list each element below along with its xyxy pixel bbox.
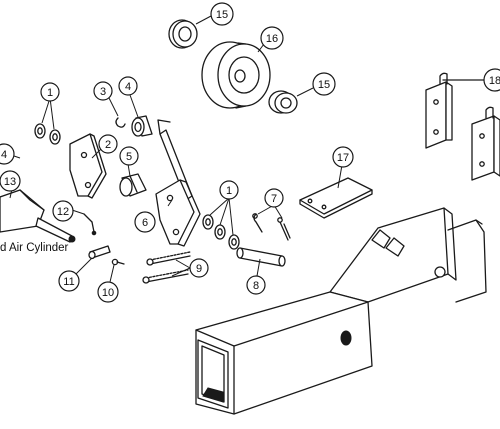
callout-7: 7 [264,188,284,208]
svg-text:2: 2 [105,139,111,151]
svg-text:17: 17 [337,152,349,164]
callout-11: 11 [58,270,80,292]
callout-16: 16 [260,26,284,50]
svg-text:12: 12 [57,206,69,218]
callout-2: 2 [98,134,118,154]
svg-text:18: 18 [489,75,500,87]
callout-4-arm: 4 [1,149,7,161]
svg-text:13: 13 [4,176,16,188]
svg-text:9: 9 [196,263,202,275]
svg-text:3: 3 [100,86,106,98]
part-plate-left [69,133,107,199]
svg-text:10: 10 [102,287,114,299]
callout-10: 10 [97,281,119,303]
svg-text:5: 5 [126,151,132,163]
svg-text:4: 4 [125,81,131,93]
svg-text:6: 6 [142,217,148,229]
part-arm-lever [155,119,201,247]
part-spacer-top [168,15,212,49]
callout-18: 18 [483,68,500,92]
svg-text:1: 1 [226,185,232,197]
callout-15-right: 15 [312,72,336,96]
part-air-cylinder-rod [0,188,76,243]
callout-13: 13 [0,170,21,192]
part-clevis-pin [71,209,97,236]
callout-15-top: 15 [210,2,234,26]
svg-text:16: 16 [266,33,278,45]
part-shaft [236,247,286,277]
callout-1-left: 1 [40,82,60,102]
svg-text:11: 11 [63,276,74,288]
callout-9: 9 [189,258,209,278]
part-main-frame [195,207,487,415]
svg-text:15: 15 [318,79,330,91]
callout-3: 3 [93,81,113,101]
part-washers-left [34,97,61,145]
svg-text:15: 15 [216,9,228,21]
svg-text:8: 8 [253,280,259,292]
part-springs [142,251,191,284]
part-brackets [425,72,500,181]
callout-partial-left [0,143,21,165]
part-bushing [129,94,153,137]
part-cotter-pins [252,204,291,241]
callout-4-bushing: 4 [118,76,138,96]
svg-text:7: 7 [271,193,277,205]
part-washers-center [202,197,240,250]
callout-bubbles: 15 16 15 18 1 3 4 2 [0,2,500,303]
part-wear-plate [299,164,373,219]
svg-text:1: 1 [47,87,53,99]
svg-text:4: 4 [1,149,7,161]
callout-17: 17 [332,146,354,168]
callout-8: 8 [246,275,266,295]
part-snap-ring [108,97,126,128]
part-sleeve [119,163,147,197]
callout-5: 5 [119,146,139,166]
air-cylinder-caption: d Air Cylinder [0,242,69,254]
part-pin-and-clip [75,245,125,283]
callout-12: 12 [52,200,74,222]
callout-1-center: 1 [219,180,239,200]
part-pulley-wheel [201,41,271,109]
part-spacer-right [268,87,314,114]
callout-6: 6 [134,211,156,233]
